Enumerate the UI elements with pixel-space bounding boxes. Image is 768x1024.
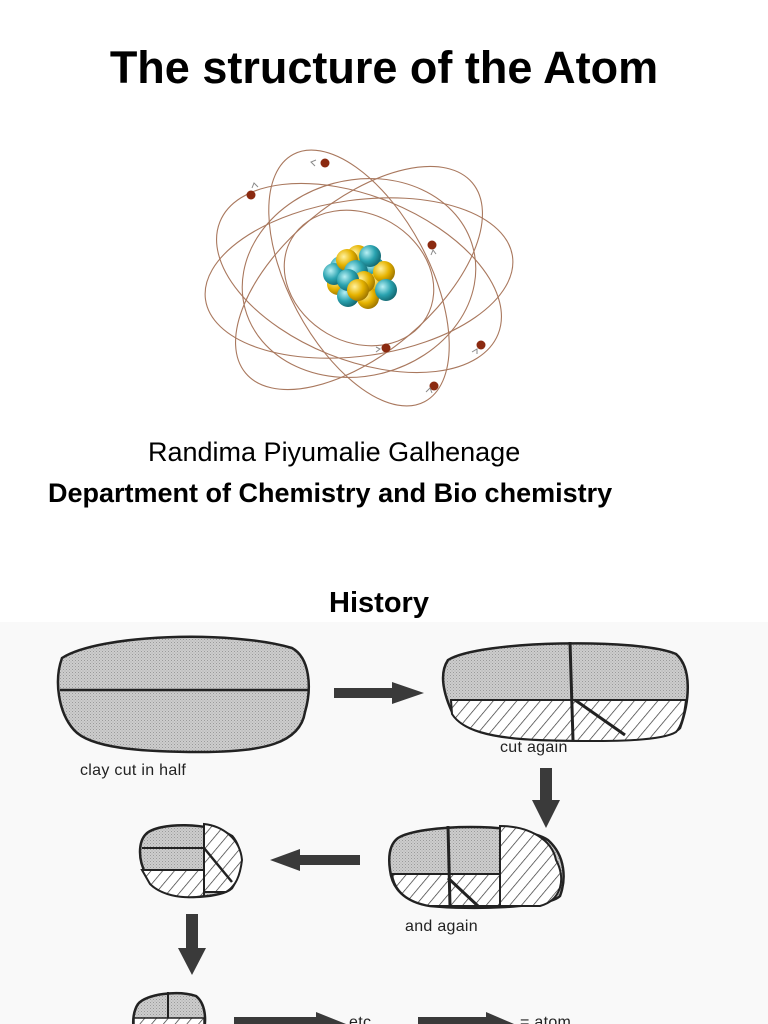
department-name: Department of Chemistry and Bio chemistr… — [48, 478, 613, 508]
clay-division-diagram — [56, 635, 689, 1024]
author-name: Randima Piyumalie Galhenage — [148, 437, 521, 467]
history-figure: clay cut in half cut again and again etc… — [0, 622, 768, 1024]
arrow-left-1 — [270, 849, 360, 871]
clay-cut-again — [441, 641, 689, 743]
caption-clay-cut-in-half: clay cut in half — [80, 762, 187, 779]
page-title: The structure of the Atom — [109, 42, 659, 93]
atom-illustration — [198, 132, 520, 432]
atom-diagram — [204, 149, 514, 407]
arrow-right-3 — [418, 1012, 514, 1024]
electron-direction-marks — [251, 159, 478, 394]
arrow-down-2 — [178, 914, 206, 975]
caption-etc: etc — [349, 1014, 372, 1024]
arrow-right-1 — [334, 682, 424, 704]
clay-smallest-piece — [131, 991, 207, 1024]
arrow-down-1 — [532, 768, 560, 828]
clay-and-again — [388, 824, 565, 910]
clay-small-piece — [138, 822, 244, 899]
clay-whole — [56, 635, 310, 754]
nucleus — [323, 245, 397, 309]
history-heading: History — [329, 587, 429, 619]
caption-cut-again: cut again — [500, 739, 568, 756]
electron-orbits — [204, 149, 514, 407]
caption-atom: = atom — [520, 1014, 572, 1024]
electrons — [246, 158, 486, 391]
arrow-right-2 — [234, 1012, 346, 1024]
caption-and-again: and again — [405, 918, 478, 935]
